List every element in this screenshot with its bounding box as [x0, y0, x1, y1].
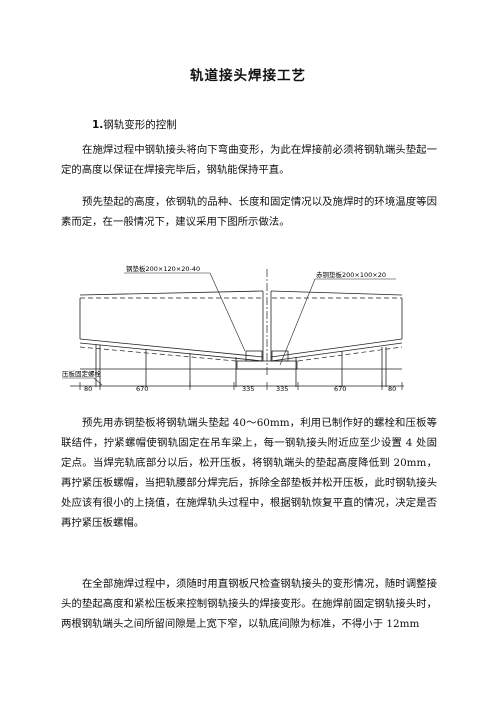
dim-80-left: 80	[84, 385, 92, 393]
dim-335-left: 335	[242, 385, 254, 393]
dim-80-right: 80	[388, 385, 396, 393]
section-heading: 1.钢轨变形的控制	[92, 117, 177, 132]
dim-670-right: 670	[334, 385, 346, 393]
label-steel-plate: 钢垫板200×120×20-40	[126, 264, 200, 273]
dim-335-right: 335	[276, 385, 288, 393]
paragraph-4: 在全部施焊过程中，须随时用直钢板尺检查钢轨接头的变形情况，随时调整接头的垫起高度…	[61, 578, 437, 630]
label-copper-plate: 赤铜垫板200×100×20	[316, 270, 386, 279]
left-rail	[79, 290, 264, 362]
dim-670-left: 670	[136, 385, 148, 393]
steel-plate-leader	[209, 272, 246, 352]
paragraph-2: 预先垫起的高度，依钢轨的品种、长度和固定情况以及施焊时的环境温度等因素而定，在一…	[61, 196, 437, 228]
bolt-leader	[93, 377, 103, 386]
right-rail	[270, 290, 403, 362]
document-title: 轨道接头焊接工艺	[190, 68, 306, 84]
clamp-bolts	[95, 345, 387, 387]
paragraph-3: 预先用赤铜垫板将钢轨端头垫起 40～60mm，利用已制作好的螺栓和压板等联结件，…	[61, 417, 437, 529]
dimension-ticks	[79, 382, 403, 390]
rail-joint-diagram: 钢垫板200×120×20-40 赤铜垫板200×100×20 压板固定螺栓	[62, 264, 404, 393]
section-title: 钢轨变形的控制	[103, 119, 177, 131]
section-number: 1.	[92, 119, 104, 131]
label-bolt: 压板固定螺栓	[62, 369, 102, 378]
paragraph-1: 在施焊过程中钢轨接头将向下弯曲变形，为此在焊接前必须将钢轨端头垫起一定的高度以保…	[61, 144, 437, 176]
